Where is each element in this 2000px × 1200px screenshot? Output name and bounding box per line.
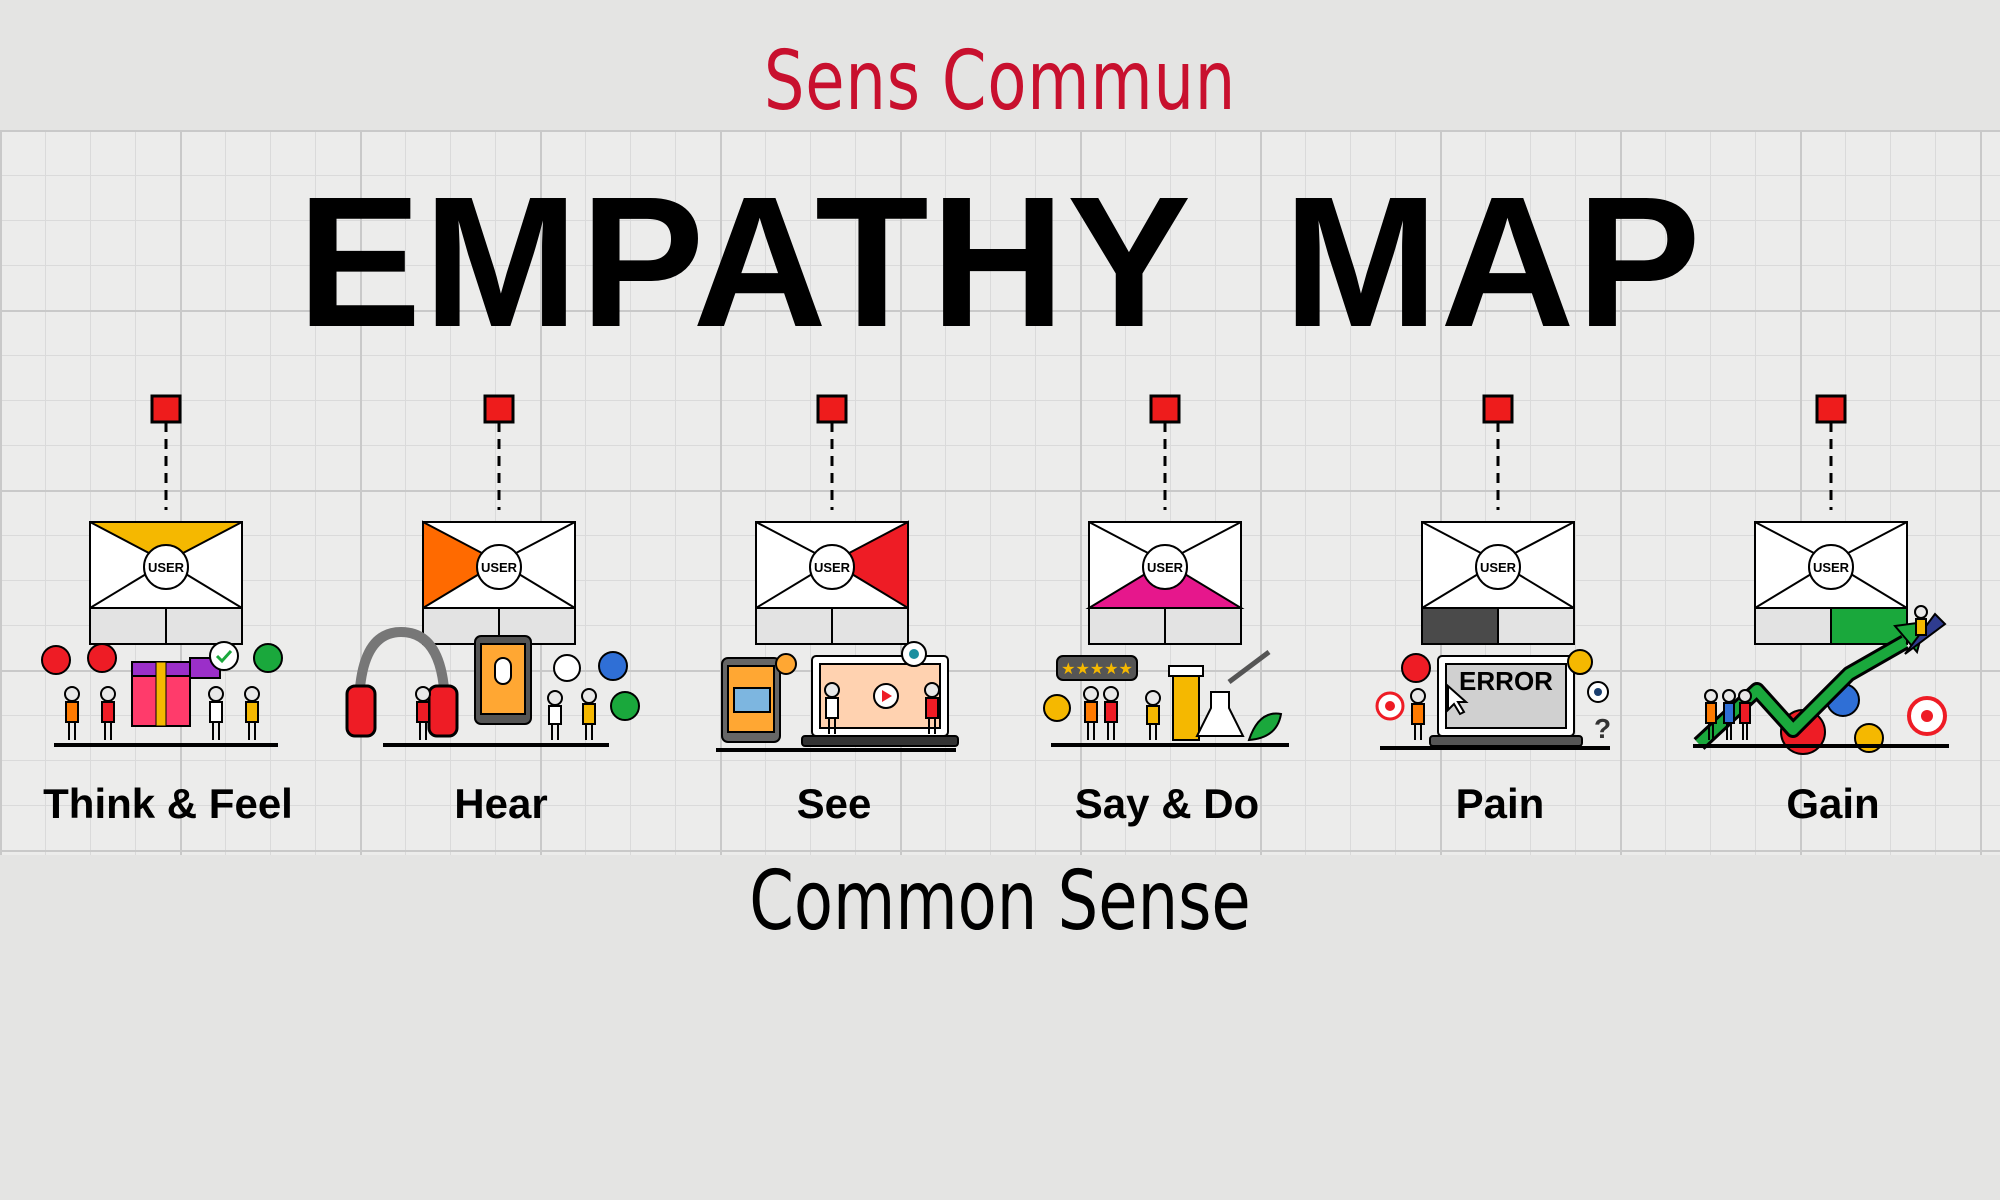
- user-badge-text: USER: [148, 560, 185, 575]
- section-pain: USER ERROR ? Pain: [1340, 392, 1660, 832]
- user-badge-text: USER: [1147, 560, 1184, 575]
- tablet-icon: [721, 657, 781, 743]
- leaf-icon: [1247, 712, 1283, 742]
- accent-flap: [422, 520, 502, 610]
- envelope-icon: [755, 520, 909, 645]
- gift-icon: [131, 657, 221, 727]
- user-badge-text: USER: [814, 560, 851, 575]
- flask-icon: [1195, 691, 1245, 737]
- section-label: Say & Do: [1074, 780, 1260, 827]
- hear-illustration: USER: [345, 394, 640, 747]
- question-mark-icon: ?: [1594, 713, 1611, 744]
- cursor-icon: [1447, 683, 1469, 716]
- error-screen-icon: [1429, 655, 1583, 747]
- accent-flap: [89, 521, 243, 564]
- question-bubble-icon: [87, 643, 117, 673]
- dropper-icon: [1227, 650, 1271, 684]
- see-illustration: USER: [716, 394, 959, 752]
- pain-illustration: USER ERROR ?: [1375, 394, 1611, 750]
- error-text: ERROR: [1459, 666, 1553, 696]
- heart-bubble-icon: [41, 645, 71, 675]
- smiley-bubble-icon: [253, 643, 283, 673]
- section-hear: USER Hear: [341, 392, 661, 832]
- people-icon: [415, 686, 597, 740]
- section-gain: USER Gain: [1673, 392, 1993, 832]
- stars-icon: ★★★★★: [1061, 659, 1133, 678]
- think-feel-illustration: USER: [41, 394, 283, 747]
- surprised-bubble-icon: [1043, 694, 1071, 722]
- envelope-icon: [422, 520, 576, 645]
- rating-bubble-icon: [1056, 655, 1138, 681]
- eye-icon: [775, 653, 797, 675]
- envelope-icon: [1085, 521, 1245, 645]
- say-do-illustration: USER ★★★★★: [1043, 394, 1289, 747]
- page-title: EMPATHY MAP: [297, 159, 1703, 366]
- envelope-icon: [1421, 521, 1575, 645]
- brand-name-english: Common Sense: [749, 854, 1251, 949]
- question-bubble-icon: [1401, 653, 1431, 683]
- cream-tube-icon: [1168, 665, 1204, 741]
- accent-tab: [1421, 607, 1499, 645]
- leaf-bubble-icon: [610, 691, 640, 721]
- section-see: USER See: [674, 392, 994, 832]
- people-icon: [824, 682, 940, 734]
- people-icon: [1083, 686, 1161, 740]
- gain-illustration: USER: [1693, 394, 1949, 755]
- brand-name-french: Sens Commun: [763, 34, 1237, 129]
- section-think-feel: USER Think & Feel: [8, 392, 328, 832]
- envelope-icon: [1754, 521, 1908, 645]
- user-badge-text: USER: [1480, 560, 1517, 575]
- people-icon: [1410, 688, 1426, 740]
- smartphone-icon: [474, 635, 532, 725]
- headphones-icon: [345, 626, 459, 738]
- confused-face-icon: [1567, 649, 1593, 675]
- section-label: Pain: [1455, 780, 1545, 827]
- section-label: Gain: [1786, 780, 1880, 827]
- thumbs-up-bubble-icon: [553, 654, 581, 682]
- people-icon: [1704, 605, 1928, 740]
- section-say-do: USER ★★★★★ Say & Do: [1007, 392, 1327, 832]
- laptop-icon: [801, 655, 959, 747]
- section-label: Hear: [454, 780, 548, 827]
- check-bubble-icon: [209, 641, 239, 671]
- section-label: See: [796, 780, 872, 827]
- people-icon: [64, 686, 260, 740]
- accent-flap: [829, 520, 909, 610]
- section-label: Think & Feel: [43, 780, 293, 827]
- user-badge-text: USER: [481, 560, 518, 575]
- user-badge-text: USER: [1813, 560, 1850, 575]
- globe-bubble-icon: [598, 651, 628, 681]
- grid-background: [0, 130, 2000, 855]
- envelope-icon: [89, 521, 243, 645]
